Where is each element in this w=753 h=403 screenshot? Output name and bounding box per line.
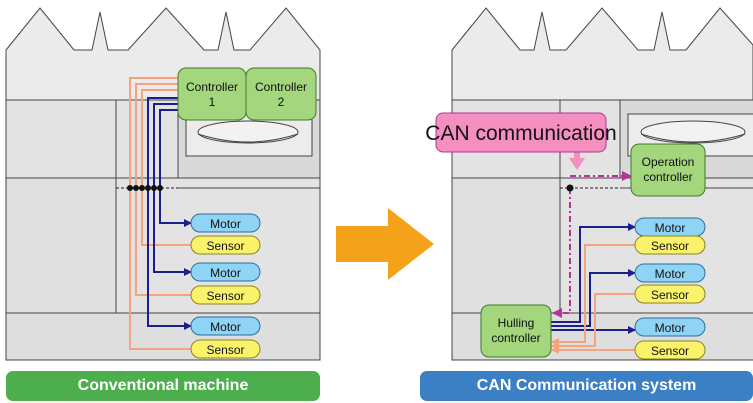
machine-roof [451, 7, 753, 101]
svg-text:Operation: Operation [642, 155, 695, 169]
operation-controller: Operation controller [630, 143, 706, 197]
left-sensor-3: Sensor [190, 339, 261, 359]
svg-text:Hulling: Hulling [498, 316, 535, 330]
svg-text:controller: controller [491, 331, 540, 345]
svg-text:CAN communication: CAN communication [425, 122, 616, 145]
controller-1: Controller 1 [177, 67, 247, 121]
right-sensor-2: Sensor [634, 284, 706, 304]
can-system-caption: CAN Communication system [420, 371, 753, 401]
can-communication-label: CAN communication [425, 112, 617, 153]
controller-1-label: Controller [186, 80, 238, 94]
transition-arrow [336, 208, 434, 280]
machine-side-section [451, 177, 561, 314]
svg-text:Motor: Motor [655, 321, 686, 335]
right-sensor-3: Sensor [634, 340, 706, 360]
controller-2: Controller 2 [245, 67, 317, 121]
svg-text:Sensor: Sensor [651, 344, 689, 358]
right-motor-1: Motor [634, 217, 706, 237]
conventional-machine [5, 7, 321, 361]
controller-1-number: 1 [209, 95, 216, 109]
svg-text:Motor: Motor [210, 217, 241, 231]
svg-text:Sensor: Sensor [206, 343, 244, 357]
hulling-controller: Hulling controller [480, 304, 552, 358]
machine-drum [640, 120, 746, 144]
svg-text:Motor: Motor [655, 221, 686, 235]
machine-drum [197, 120, 299, 144]
controller-2-number: 2 [278, 95, 285, 109]
machine-side-section [5, 177, 117, 314]
svg-text:Sensor: Sensor [651, 239, 689, 253]
svg-text:Sensor: Sensor [206, 289, 244, 303]
hulling-wiring [551, 223, 636, 354]
right-motor-3: Motor [634, 317, 706, 337]
svg-text:controller: controller [643, 170, 692, 184]
can-junction-dot [566, 184, 574, 192]
svg-text:Motor: Motor [210, 320, 241, 334]
right-motor-2: Motor [634, 263, 706, 283]
can-bus-line [552, 171, 632, 318]
svg-text:Sensor: Sensor [651, 288, 689, 302]
left-sensor-2: Sensor [190, 285, 261, 305]
machine-lower-body [5, 312, 321, 361]
left-motor-1: Motor [190, 213, 261, 233]
left-motor-2: Motor [190, 262, 261, 282]
svg-text:Sensor: Sensor [206, 239, 244, 253]
controller-2-label: Controller [255, 80, 307, 94]
left-sensor-1: Sensor [190, 235, 261, 255]
right-sensor-1: Sensor [634, 235, 706, 255]
conventional-machine-caption: Conventional machine [6, 371, 320, 401]
wire-junction-dots [127, 185, 163, 191]
left-motor-3: Motor [190, 316, 261, 336]
svg-text:Motor: Motor [655, 267, 686, 281]
svg-text:Motor: Motor [210, 266, 241, 280]
